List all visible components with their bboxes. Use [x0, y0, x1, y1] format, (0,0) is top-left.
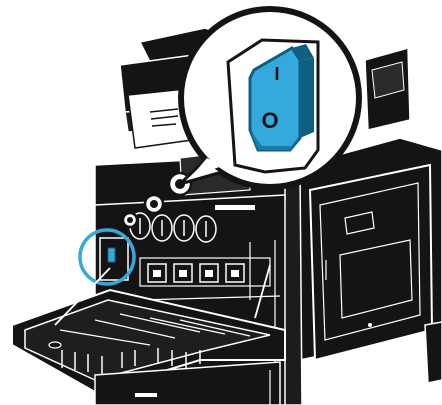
drum-unit-3 — [200, 264, 218, 282]
zoom-callout: I O — [178, 6, 362, 190]
switch-off-symbol: O — [261, 108, 278, 133]
toner-cartridge-2 — [174, 215, 194, 241]
main-power-switch — [108, 248, 115, 262]
toner-cartridge-3 — [196, 216, 216, 242]
main-power-switch-area — [80, 230, 134, 284]
toner-cartridge-1 — [152, 215, 172, 241]
drum-unit-4 — [226, 264, 244, 282]
label-strip — [215, 205, 255, 210]
drum-unit-2 — [174, 264, 192, 282]
switch-on-symbol: I — [274, 64, 279, 84]
drum-unit-1 — [148, 264, 166, 282]
